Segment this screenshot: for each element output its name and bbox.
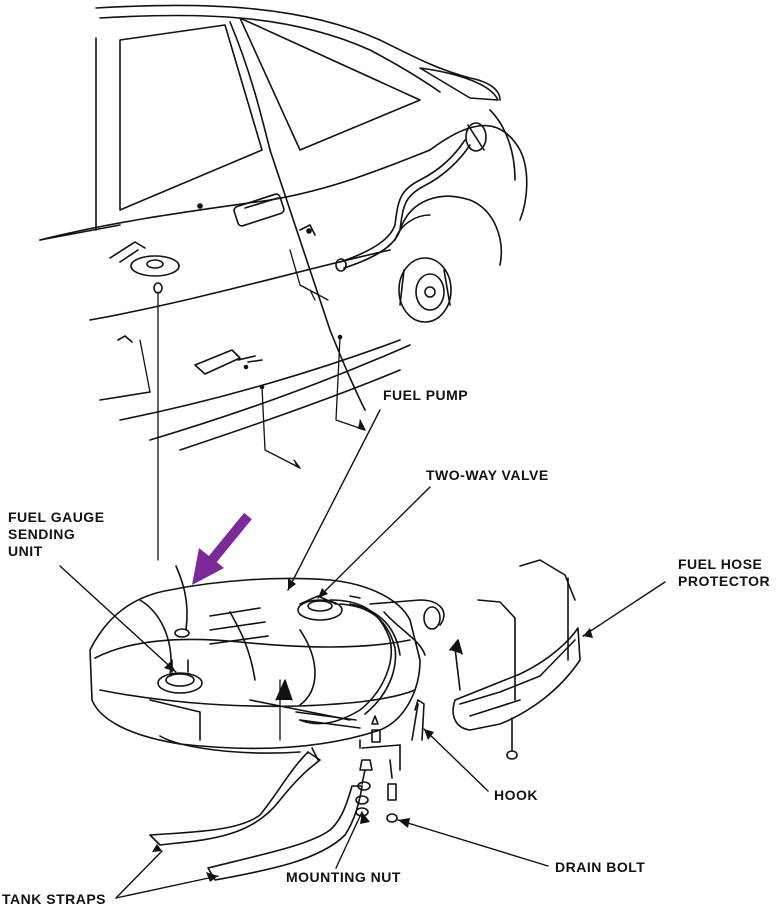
mounting-nut-callout <box>335 811 363 869</box>
fuel-hose-protector-part <box>449 559 581 760</box>
hook-callout <box>423 728 489 792</box>
fuel-hose-protector-line-2: PROTECTOR <box>678 573 771 589</box>
fuel-gauge-sending-unit-label: FUEL GAUGE SENDING UNIT <box>8 509 105 560</box>
highlight-arrow <box>192 512 252 585</box>
hardware <box>355 699 425 823</box>
fuel-pump-label: FUEL PUMP <box>383 387 469 403</box>
fuel-pump-callout <box>287 409 381 591</box>
two-way-valve-label: TWO-WAY VALVE <box>426 467 549 483</box>
fuel-gauge-label-line-2: SENDING <box>8 526 76 542</box>
two-way-valve-callout <box>317 486 431 599</box>
tank-straps-callout-1 <box>115 850 163 899</box>
hook-label: HOOK <box>494 787 538 803</box>
tank-straps-label: TANK STRAPS <box>2 891 107 907</box>
tank-straps-part <box>149 747 366 881</box>
callout-lines <box>59 409 666 899</box>
fuel-gauge-label-line-3: UNIT <box>8 543 43 559</box>
fuel-tank <box>89 565 445 754</box>
filler-pipe <box>335 139 471 272</box>
drain-bolt-label: DRAIN BOLT <box>555 859 646 875</box>
fuel-hose-protector-line-1: FUEL HOSE <box>678 556 763 572</box>
guide-lines <box>139 249 366 741</box>
drain-bolt-callout <box>397 819 549 867</box>
callout-arrowheads <box>152 578 593 882</box>
fuel-hose-protector-label: FUEL HOSE PROTECTOR <box>678 556 770 590</box>
tank-straps-callout-2 <box>115 875 219 899</box>
fuel-gauge-label-line-1: FUEL GAUGE <box>8 509 105 525</box>
fuel-hose-protector-callout <box>582 581 666 637</box>
car-body <box>39 4 528 451</box>
fuel-gauge-callout <box>59 565 177 673</box>
underbody-brackets <box>109 224 316 375</box>
mounting-nut-label: MOUNTING NUT <box>286 869 401 885</box>
